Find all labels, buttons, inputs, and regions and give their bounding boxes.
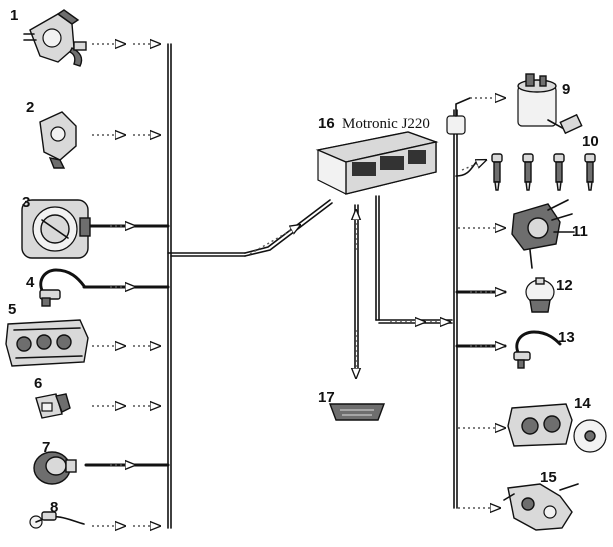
output-number-14: 14	[574, 395, 591, 412]
input-number-2: 2	[26, 99, 34, 116]
output-number-12: 12	[556, 277, 573, 294]
output-component-15: 15	[503, 469, 579, 531]
input-component-7: 7	[33, 439, 77, 485]
input-component-8: 8	[29, 499, 85, 529]
input-component-5: 5	[5, 301, 89, 367]
ecu-number: 16	[318, 115, 335, 132]
input-component-4: 4	[26, 268, 86, 307]
ecu-control-unit: 16 Motronic J220	[315, 115, 439, 195]
input-number-5: 5	[8, 301, 16, 318]
output-component-9: 9	[517, 73, 583, 135]
output-number-11: 11	[572, 223, 588, 240]
output-component-14: 14	[507, 395, 607, 453]
diagnostic-connector: 17	[318, 389, 386, 421]
output-component-10: 10	[491, 133, 599, 191]
ecu-output-link	[375, 195, 453, 323]
input-component-6: 6	[34, 375, 71, 419]
input-number-6: 6	[34, 375, 42, 392]
output-bus	[446, 97, 471, 509]
input-bus	[167, 43, 333, 529]
output-number-13: 13	[558, 329, 575, 346]
ecu-label: Motronic J220	[342, 116, 430, 132]
output-feeders	[455, 98, 507, 508]
input-number-1: 1	[10, 7, 18, 24]
output-number-9: 9	[562, 81, 570, 98]
input-number-8: 8	[50, 499, 58, 516]
input-feeders	[82, 44, 170, 526]
output-component-12: 12	[525, 277, 573, 313]
input-number-7: 7	[42, 439, 50, 456]
diagnostic-number: 17	[318, 389, 335, 406]
input-number-4: 4	[26, 274, 35, 291]
output-number-10: 10	[582, 133, 599, 150]
input-component-1: 1	[10, 7, 87, 67]
input-number-3: 3	[22, 194, 30, 211]
input-component-3: 3	[21, 194, 91, 259]
output-component-13: 13	[513, 329, 575, 369]
diagnostic-link	[355, 204, 358, 378]
output-component-11: 11	[511, 199, 588, 269]
input-component-2: 2	[26, 99, 77, 169]
output-number-15: 15	[540, 469, 557, 486]
